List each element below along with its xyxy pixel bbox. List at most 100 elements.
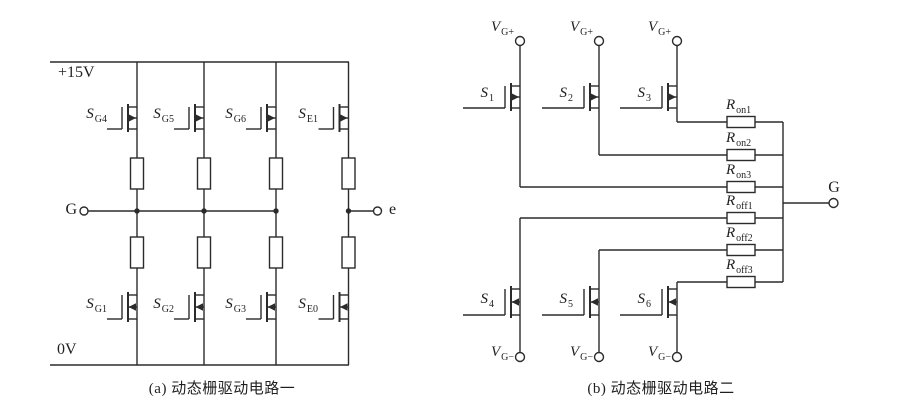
mosfet-sg1-arrow-icon xyxy=(128,303,136,311)
label-roff3-main: R xyxy=(726,257,736,273)
label-vgplus-1: VG+ xyxy=(491,20,514,38)
label-vgplus-1-main: V xyxy=(490,19,501,35)
terminal-vgplus-1-circle xyxy=(514,35,526,47)
resistor-roff1 xyxy=(726,211,756,225)
label-sg4-main: S xyxy=(86,106,94,122)
label-vgplus-1-sub: G+ xyxy=(501,26,514,38)
resistor-lower-1 xyxy=(129,236,145,269)
mosfet-s1-arrow-icon xyxy=(511,93,519,101)
label-terminal-g-a: G xyxy=(65,201,77,218)
resistor-ron1 xyxy=(726,115,756,129)
terminal-vgminus-1-circle xyxy=(514,351,526,363)
mosfet-se1-arrow-icon xyxy=(340,114,348,122)
label-resistor-ron1: Ron1 xyxy=(726,98,751,116)
label-switch-sg2: SG2 xyxy=(153,297,174,315)
label-s6-main: S xyxy=(637,291,646,307)
label-sg1-main: S xyxy=(86,296,94,312)
label-0v-rail: 0V xyxy=(57,341,77,358)
label-roff1-main: R xyxy=(726,193,736,209)
mosfet-sg2-arrow-icon xyxy=(195,303,203,311)
label-resistor-roff3: Roff3 xyxy=(726,258,753,276)
label-resistor-roff2: Roff2 xyxy=(726,226,753,244)
resistor-upper-1 xyxy=(129,157,145,190)
label-roff2-main: R xyxy=(726,225,736,241)
label-s2-main: S xyxy=(559,85,568,101)
label-switch-s4: S4 xyxy=(481,292,495,310)
resistor-lower-4 xyxy=(341,236,356,269)
label-ron1-main: R xyxy=(726,97,736,113)
resistor-upper-3 xyxy=(268,157,284,190)
mosfet-sg3-arrow-icon xyxy=(267,303,275,311)
label-plus15v-rail: +15V xyxy=(58,64,95,81)
resistor-roff3 xyxy=(726,275,756,289)
label-vgplus-3: VG+ xyxy=(648,20,671,38)
label-switch-sg6: SG6 xyxy=(225,107,246,125)
label-roff1-sub: off1 xyxy=(736,200,753,212)
label-vgminus-3: VG− xyxy=(648,345,671,363)
caption-circuit-a: (a) 动态栅驱动电路一 xyxy=(148,381,296,397)
label-vgminus-3-sub: G− xyxy=(658,351,671,363)
label-sg5-sub: G5 xyxy=(161,113,174,125)
label-se0-sub: E0 xyxy=(306,303,318,315)
label-s5-main: S xyxy=(559,291,568,307)
terminal-vgminus-3-circle xyxy=(671,351,683,363)
mosfet-s2-arrow-icon xyxy=(590,93,598,101)
terminal-e-circle xyxy=(372,206,383,216)
resistor-lower-2 xyxy=(196,236,212,269)
label-vgminus-2-sub: G− xyxy=(580,351,593,363)
label-switch-se0: SE0 xyxy=(298,297,318,315)
label-switch-s1: S1 xyxy=(481,86,495,104)
label-vgplus-2-sub: G+ xyxy=(580,26,593,38)
label-vgminus-3-main: V xyxy=(647,344,658,360)
label-sg6-main: S xyxy=(225,106,233,122)
label-vgminus-1-sub: G− xyxy=(501,351,514,363)
label-ron3-sub: on3 xyxy=(736,169,752,181)
label-switch-s5: S5 xyxy=(560,292,574,310)
label-sg4-sub: G4 xyxy=(94,113,107,125)
terminal-vgminus-2-circle xyxy=(593,351,605,363)
label-se1-sub: E1 xyxy=(306,113,318,125)
terminal-vgplus-2-circle xyxy=(593,35,605,47)
terminal-g-a-circle xyxy=(79,206,89,216)
label-roff3-sub: off3 xyxy=(736,264,753,276)
mosfet-sg4-arrow-icon xyxy=(128,114,136,122)
resistor-roff2 xyxy=(726,243,756,257)
label-sg5-main: S xyxy=(153,106,161,122)
label-ron2-main: R xyxy=(726,130,736,146)
label-sg2-sub: G2 xyxy=(161,303,174,315)
terminal-vgplus-3-circle xyxy=(671,35,683,47)
mosfet-s4-arrow-icon xyxy=(511,298,519,306)
mosfet-se0-arrow-icon xyxy=(340,303,348,311)
junction-dot-1 xyxy=(134,208,140,214)
label-s3-main: S xyxy=(637,85,646,101)
label-sg2-main: S xyxy=(153,296,161,312)
label-s3-sub: 3 xyxy=(646,92,651,104)
resistor-lower-3 xyxy=(268,236,284,269)
label-ron2-sub: on2 xyxy=(736,137,752,149)
label-s4-main: S xyxy=(480,291,489,307)
terminal-g-b-circle xyxy=(828,197,839,209)
label-switch-s2: S2 xyxy=(560,86,574,104)
junction-dot-3 xyxy=(273,208,279,214)
label-s1-main: S xyxy=(480,85,489,101)
label-switch-sg5: SG5 xyxy=(153,107,174,125)
label-s6-sub: 6 xyxy=(646,298,651,310)
label-s1-sub: 1 xyxy=(489,92,494,104)
label-s4-sub: 4 xyxy=(489,298,494,310)
label-ron1-sub: on1 xyxy=(736,104,752,116)
label-vgplus-2-main: V xyxy=(569,19,580,35)
label-se1-main: S xyxy=(298,106,306,122)
caption-circuit-b: (b) 动态栅驱动电路二 xyxy=(587,381,735,397)
label-switch-s6: S6 xyxy=(638,292,652,310)
label-vgplus-3-sub: G+ xyxy=(658,26,671,38)
label-sg1-sub: G1 xyxy=(94,303,107,315)
label-switch-sg1: SG1 xyxy=(86,297,107,315)
mosfet-s5-arrow-icon xyxy=(590,298,598,306)
label-sg6-sub: G6 xyxy=(233,113,246,125)
label-switch-sg4: SG4 xyxy=(86,107,107,125)
mosfet-s6-arrow-icon xyxy=(668,298,676,306)
resistor-ron2 xyxy=(726,148,756,162)
label-s5-sub: 5 xyxy=(568,298,573,310)
mosfet-s3-arrow-icon xyxy=(668,93,676,101)
